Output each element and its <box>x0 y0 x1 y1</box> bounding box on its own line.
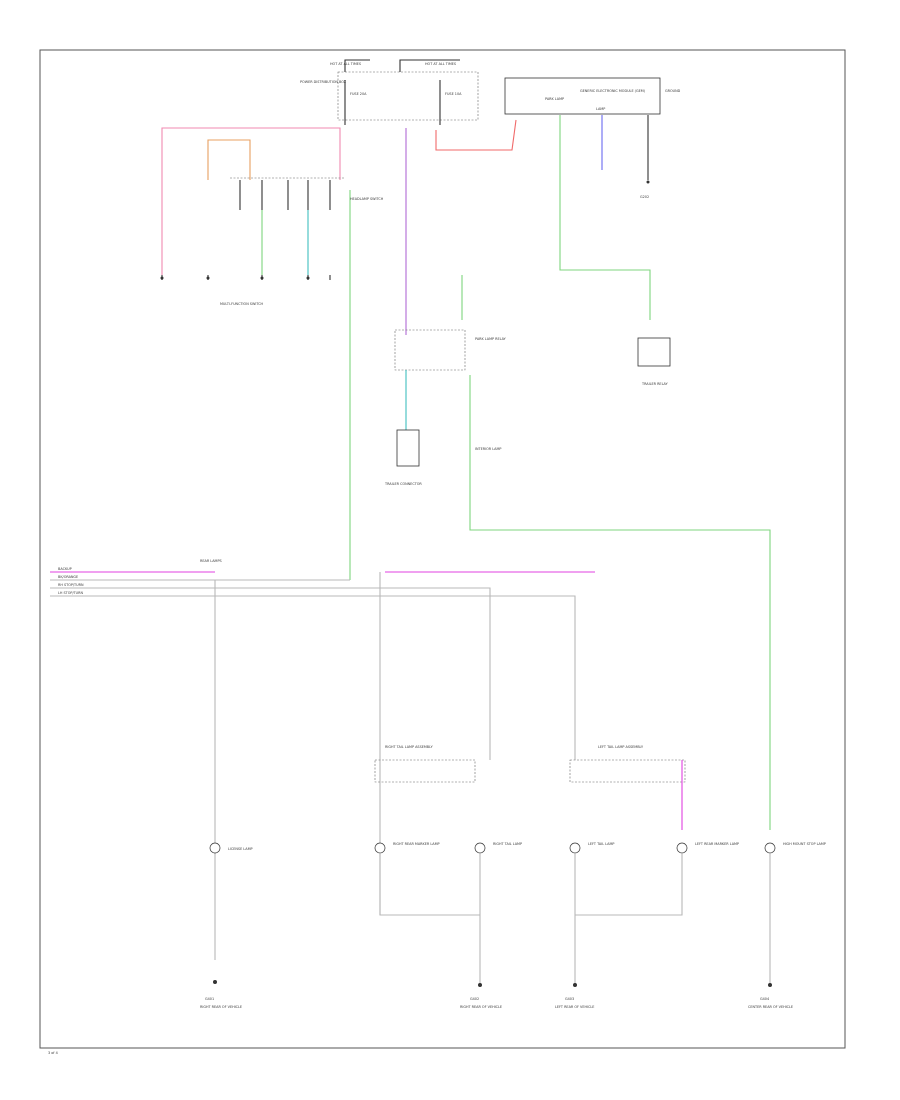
left-tail-lamp-assembly-label: LEFT TAIL LAMP ASSEMBLY <box>598 745 644 749</box>
power-distribution-box <box>337 71 479 121</box>
park-lamp-relay: PARK LAMP RELAY <box>394 275 771 830</box>
gem-pin-b-label: LAMP <box>596 107 605 111</box>
ground-return-left <box>574 853 683 985</box>
g1-label: G202 <box>640 195 649 199</box>
gem-module: GENERIC ELECTRONIC MODULE (GEM) PARK LAM… <box>504 77 681 115</box>
diagram-frame <box>39 49 846 1049</box>
right-tail-lamp-assembly <box>374 759 476 783</box>
rear-bus: REAR LAMPS BACKUP BK/ORANGE RH STOP/TURN… <box>50 559 595 960</box>
ground-4-label: G404 <box>760 997 769 1001</box>
ground-label-4: CENTER REAR OF VEHICLE <box>748 1005 793 1009</box>
left-tail-lamp-assembly <box>569 759 686 783</box>
high-mount-stop-lamp: HIGH MOUNT STOP LAMP <box>764 842 826 854</box>
ground-label-1: RIGHT REAR OF VEHICLE <box>200 1005 242 1009</box>
left-tail-lamp-label: LEFT TAIL LAMP <box>588 842 614 846</box>
left-rear-marker-lamp: LEFT REAR MARKER LAMP <box>676 842 739 854</box>
red-feed-wire <box>435 119 517 151</box>
bus-1-label: BACKUP <box>58 567 72 571</box>
ground-3-label: G403 <box>565 997 574 1001</box>
bus-3-label: RH STOP/TURN <box>58 583 84 587</box>
right-rear-marker-label: RIGHT REAR MARKER LAMP <box>393 842 440 846</box>
left-tail-lamp: LEFT TAIL LAMP <box>569 842 614 854</box>
top-power-section: HOT AT ALL TIMES HOT AT ALL TIMES POWER … <box>300 59 479 125</box>
headlamp-switch-label: HEADLAMP SWITCH <box>350 197 384 201</box>
right-tail-lamp-assembly-label: RIGHT TAIL LAMP ASSEMBLY <box>385 745 434 749</box>
ground-label-2: RIGHT REAR OF VEHICLE <box>460 1005 502 1009</box>
ground-2-label: G402 <box>470 997 479 1001</box>
gem-header-label: GENERIC ELECTRONIC MODULE (GEM) <box>580 89 646 93</box>
trailer-connector-label: TRAILER CONNECTOR <box>384 482 422 486</box>
gem-green-wire <box>559 115 651 320</box>
bus-rear-lamps-label: REAR LAMPS <box>200 559 222 563</box>
ground-points: G401 G402 G403 G404 RIGHT REAR OF VEHICL… <box>200 980 793 1009</box>
page-mark: 3 of 4 <box>48 1051 58 1055</box>
right-tail-lamp: RIGHT TAIL LAMP <box>474 842 522 854</box>
headlamp-switch: HEADLAMP SWITCH MULTI-FUNCTION SWITCH <box>160 177 384 580</box>
multifunction-switch-label: MULTI-FUNCTION SWITCH <box>220 302 264 306</box>
right-rear-marker-lamp: RIGHT REAR MARKER LAMP <box>374 842 440 854</box>
bus-2-label: BK/ORANGE <box>58 575 78 579</box>
gem-pin-c-label: GROUND <box>665 89 681 93</box>
gem-pin-a-label: PARK LAMP <box>545 97 564 101</box>
interior-lamp-label: INTERIOR LAMP <box>475 447 501 451</box>
orange-wire <box>207 139 251 180</box>
high-mount-stop-label: HIGH MOUNT STOP LAMP <box>783 842 826 846</box>
hot-run-right-label: HOT AT ALL TIMES <box>425 62 456 66</box>
trailer-connector: TRAILER CONNECTOR INTERIOR LAMP <box>384 429 501 486</box>
ground-1-label: G401 <box>205 997 214 1001</box>
fuse-right-label: FUSE 10A <box>445 92 462 96</box>
right-tail-lamp-label: RIGHT TAIL LAMP <box>493 842 522 846</box>
ground-label-3: LEFT REAR OF VEHICLE <box>555 1005 594 1009</box>
bus-4-label: LH STOP/TURN <box>58 591 84 595</box>
fuse-left-label: FUSE 20A <box>350 92 367 96</box>
trailer-relay-label: TRAILER RELAY <box>641 382 669 386</box>
pink-feed-wire <box>161 127 341 275</box>
license-lamp: LICENSE LAMP <box>209 842 253 854</box>
pdb-left-label: POWER DISTRIBUTION BOX <box>300 80 347 84</box>
ground-return-right <box>379 853 481 985</box>
trailer-relay: TRAILER RELAY <box>637 337 671 386</box>
park-lamp-relay-label: PARK LAMP RELAY <box>475 337 507 341</box>
left-rear-marker-label: LEFT REAR MARKER LAMP <box>695 842 739 846</box>
license-lamp-label: LICENSE LAMP <box>228 847 253 851</box>
